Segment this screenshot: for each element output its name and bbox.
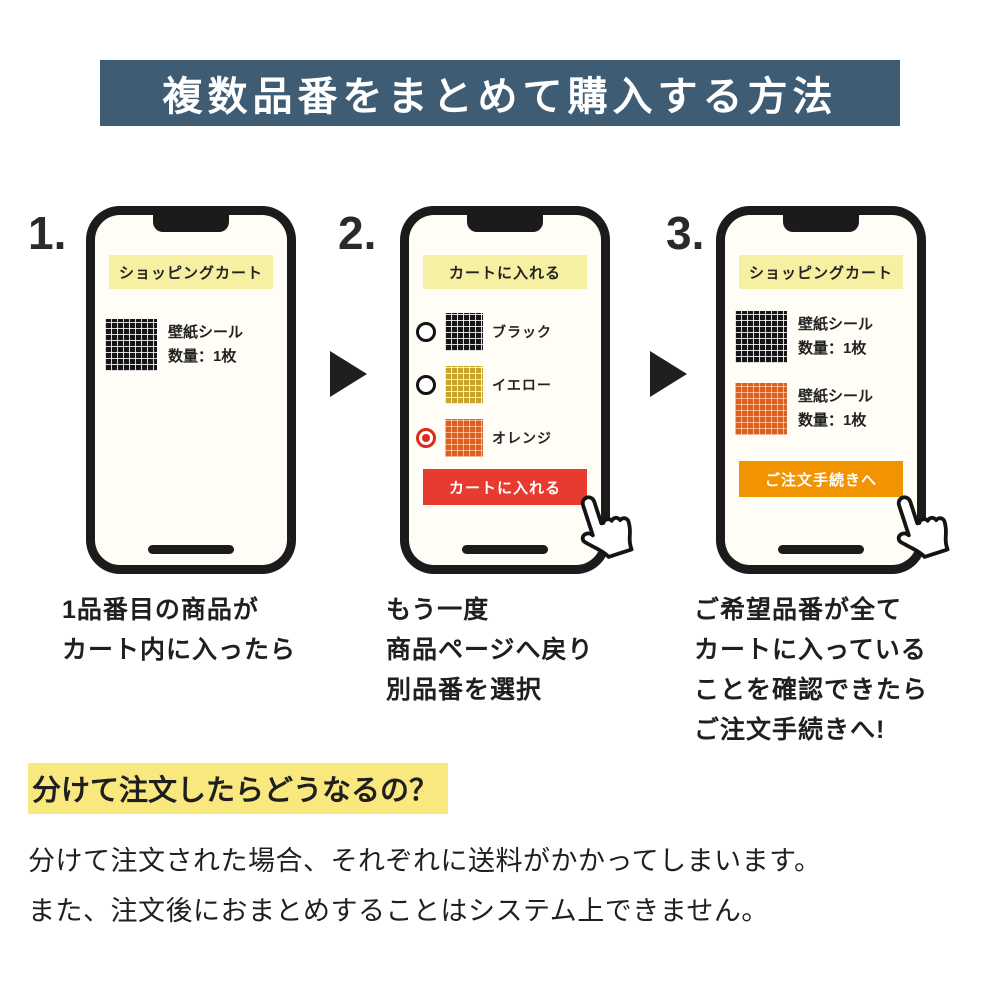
- hand-cursor-icon: [556, 483, 648, 578]
- phone-2-screen: カートに入れる ブラック イエロー オレンジ カートに入れる: [409, 215, 601, 565]
- phone-2: カートに入れる ブラック イエロー オレンジ カートに入れる: [400, 206, 634, 574]
- option-label: ブラック: [492, 324, 552, 340]
- color-option-black[interactable]: ブラック: [416, 313, 594, 351]
- caption-line: 別品番を選択: [386, 676, 543, 704]
- step-1-number: 1.: [28, 207, 67, 259]
- item-qty: 数量：1枚: [168, 348, 237, 365]
- cart-title-banner: ショッピングカート: [739, 255, 903, 289]
- step-1-caption: 1品番目の商品が カート内に入ったら: [62, 590, 296, 670]
- caption-line: 1品番目の商品が: [62, 596, 259, 624]
- home-indicator: [148, 545, 234, 554]
- item-name: 壁紙シール: [168, 324, 244, 341]
- caption-line: 商品ページへ戻り: [386, 636, 594, 664]
- step-3-number: 3.: [666, 207, 705, 259]
- caption-line: もう一度: [386, 596, 490, 624]
- step-3-caption: ご希望品番が全て カートに入っている ことを確認できたら ご注文手続きへ!: [694, 590, 928, 750]
- cart-item: 壁紙シール 数量：1枚: [105, 319, 277, 371]
- color-option-orange[interactable]: オレンジ: [416, 419, 594, 457]
- radio-dot: [422, 381, 430, 389]
- page-title: 複数品番をまとめて購入する方法: [162, 75, 838, 119]
- phone-notch: [467, 215, 543, 232]
- option-label: オレンジ: [492, 430, 552, 446]
- cart-item-text: 壁紙シール 数量：1枚: [798, 385, 873, 433]
- phone-3-screen: ショッピングカート 壁紙シール 数量：1枚 壁紙シール 数量：1枚 ご注文手続き…: [725, 215, 917, 565]
- answer-line: また、注文後におまとめすることはシステム上できません。: [28, 896, 769, 926]
- product-swatch-orange: [445, 419, 483, 457]
- header-banner: 複数品番をまとめて購入する方法: [100, 60, 900, 126]
- caption-line: カートに入っている: [694, 636, 927, 664]
- cart-title-banner: ショッピングカート: [109, 255, 273, 289]
- home-indicator: [462, 545, 548, 554]
- caption-line: ご希望品番が全て: [694, 596, 903, 624]
- phone-1: ショッピングカート 壁紙シール 数量：1枚: [86, 206, 296, 574]
- product-swatch-orange: [735, 383, 787, 435]
- arrow-right-icon: [650, 351, 687, 397]
- radio-unselected[interactable]: [416, 375, 436, 395]
- item-name: 壁紙シール: [798, 316, 874, 333]
- radio-dot: [422, 328, 430, 336]
- phone-notch: [153, 215, 229, 232]
- color-option-yellow[interactable]: イエロー: [416, 366, 594, 404]
- cart-item: 壁紙シール 数量：1枚: [735, 383, 907, 435]
- cart-item-text: 壁紙シール 数量：1枚: [168, 321, 243, 369]
- item-name: 壁紙シール: [798, 388, 874, 405]
- phone-notch: [783, 215, 859, 232]
- step-2-caption: もう一度 商品ページへ戻り 別品番を選択: [386, 590, 594, 710]
- product-swatch-black: [105, 319, 157, 371]
- highlighted-question: 分けて注文したらどうなるの？: [28, 763, 449, 814]
- arrow-right-icon: [330, 351, 367, 397]
- phone-3: ショッピングカート 壁紙シール 数量：1枚 壁紙シール 数量：1枚 ご注文手続き…: [716, 206, 950, 574]
- caption-line: カート内に入ったら: [62, 636, 297, 664]
- add-to-cart-button[interactable]: カートに入れる: [423, 469, 587, 505]
- qa-question: 分けて注文したらどうなるの？: [28, 763, 449, 814]
- phone-1-screen: ショッピングカート 壁紙シール 数量：1枚: [95, 215, 287, 565]
- add-to-cart-title-banner: カートに入れる: [423, 255, 587, 289]
- radio-unselected[interactable]: [416, 322, 436, 342]
- caption-line: ご注文手続きへ!: [694, 716, 886, 744]
- answer-line: 分けて注文された場合、それぞれに送料がかかってしまいます。: [28, 846, 822, 876]
- cart-item: 壁紙シール 数量：1枚: [735, 311, 907, 363]
- qa-answer: 分けて注文された場合、それぞれに送料がかかってしまいます。 また、注文後におまと…: [28, 836, 821, 936]
- step-2-number: 2.: [338, 207, 377, 259]
- product-swatch-yellow: [445, 366, 483, 404]
- radio-dot: [422, 434, 430, 442]
- item-qty: 数量：1枚: [798, 412, 867, 429]
- caption-line: ことを確認できたら: [694, 676, 929, 704]
- cart-item-text: 壁紙シール 数量：1枚: [798, 313, 873, 361]
- hand-cursor-icon: [872, 483, 964, 578]
- product-swatch-black: [445, 313, 483, 351]
- product-swatch-black: [735, 311, 787, 363]
- item-qty: 数量：1枚: [798, 340, 867, 357]
- radio-selected[interactable]: [416, 428, 436, 448]
- option-label: イエロー: [492, 377, 552, 393]
- home-indicator: [778, 545, 864, 554]
- checkout-button[interactable]: ご注文手続きへ: [739, 461, 903, 497]
